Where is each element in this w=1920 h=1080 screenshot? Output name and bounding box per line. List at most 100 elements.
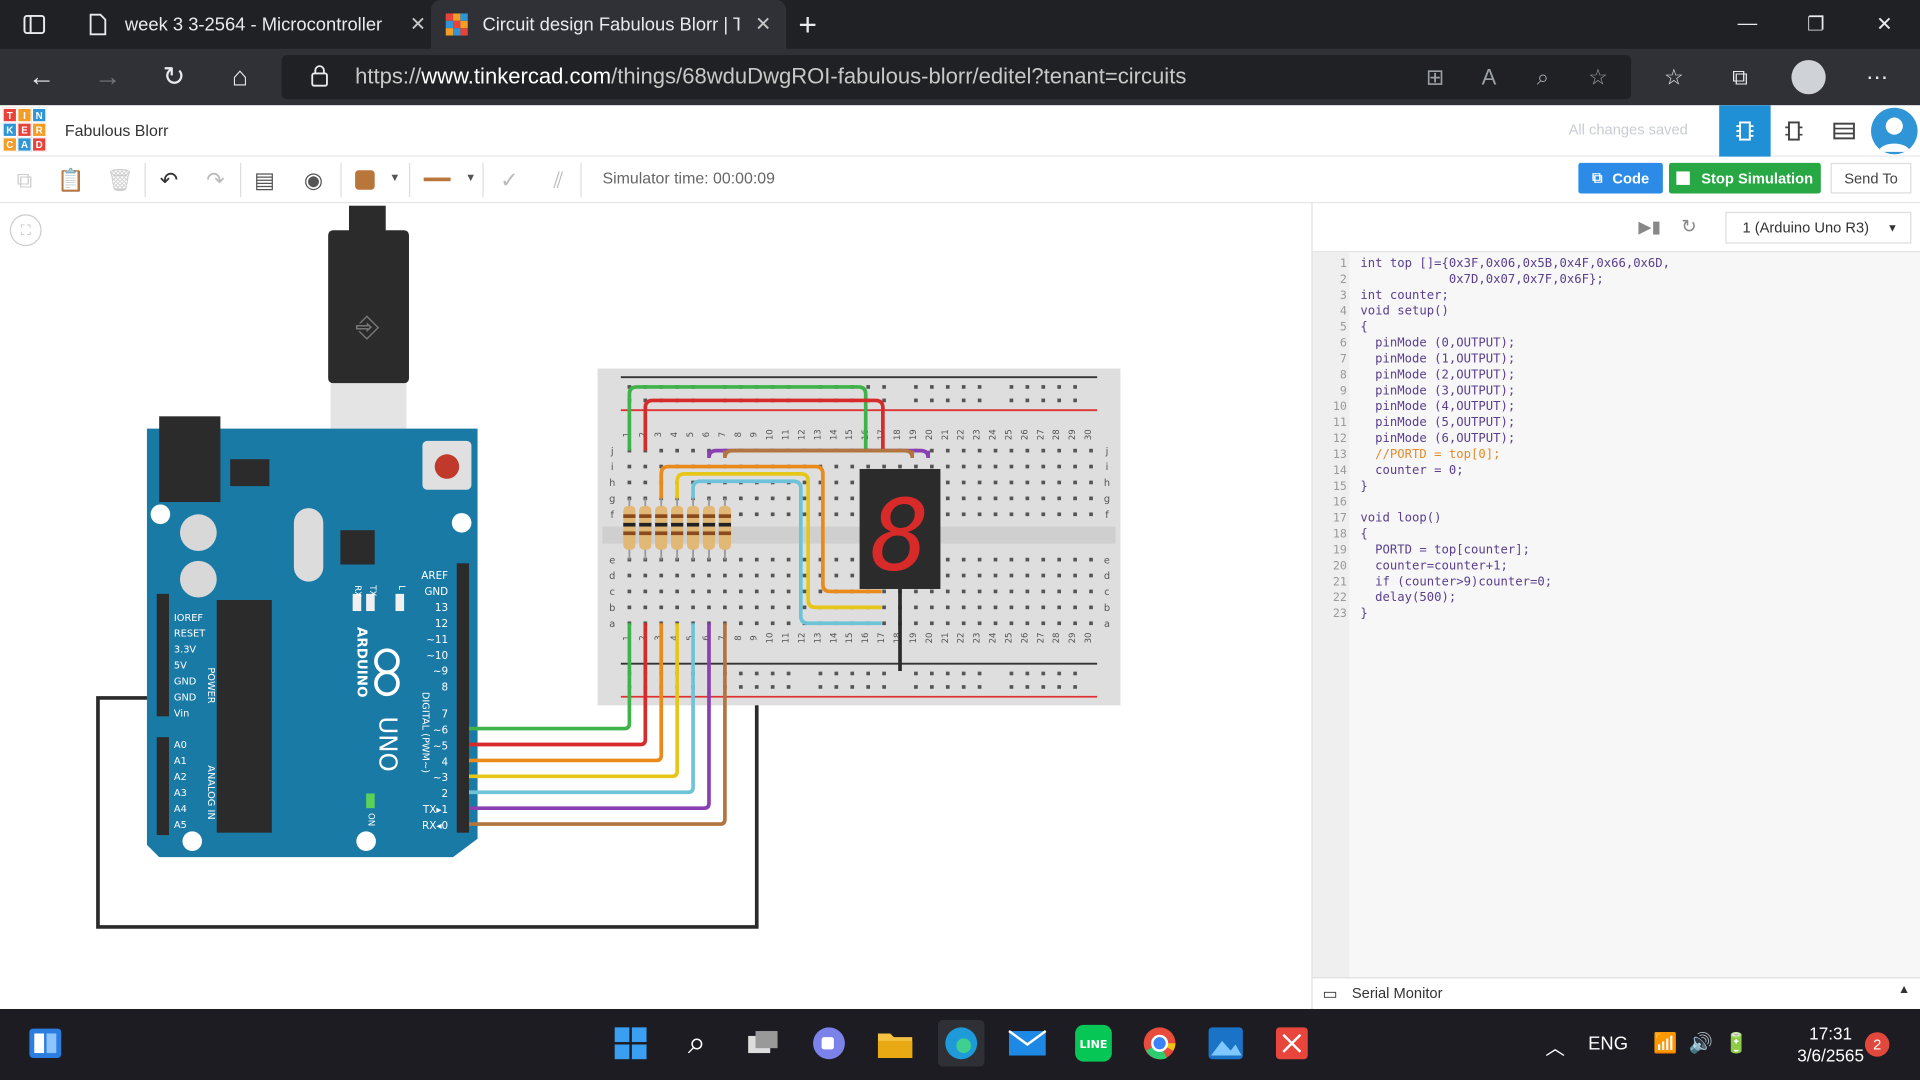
file-explorer-icon[interactable] <box>872 1020 919 1067</box>
tab-week3[interactable]: week 3 3-2564 - Microcontroller ✕ <box>88 0 426 49</box>
favorites-icon[interactable]: ☆ <box>1663 64 1684 89</box>
chevron-down-icon[interactable]: ▼ <box>465 171 477 184</box>
read-aloud-icon[interactable]: A <box>1481 64 1497 89</box>
close-tab-icon[interactable]: ✕ <box>755 14 772 36</box>
circuit-view-button[interactable] <box>1719 105 1771 157</box>
wifi-icon[interactable]: 📶 <box>1653 1033 1678 1055</box>
code-line[interactable]: 0x7D,0x07,0x7F,0x6F}; <box>1360 273 1604 287</box>
analog-pin-label: A0 <box>174 740 187 751</box>
code-line[interactable]: pinMode (6,OUTPUT); <box>1360 432 1516 446</box>
code-line[interactable]: PORTD = top[counter]; <box>1360 543 1530 558</box>
forward-icon[interactable]: → <box>94 61 122 92</box>
code-line[interactable]: counter = 0; <box>1360 464 1464 478</box>
photos-icon[interactable] <box>1202 1020 1249 1067</box>
back-icon[interactable]: ← <box>28 61 56 92</box>
device-select[interactable]: 1 (Arduino Uno R3) ▼ <box>1725 211 1912 244</box>
code-line[interactable]: pinMode (2,OUTPUT); <box>1360 368 1516 383</box>
code-line[interactable]: pinMode (0,OUTPUT); <box>1360 336 1516 351</box>
code-line[interactable]: pinMode (4,OUTPUT); <box>1360 400 1516 414</box>
language-indicator[interactable]: ENG <box>1588 1033 1628 1055</box>
chevron-down-icon[interactable]: ▼ <box>389 171 401 184</box>
user-avatar[interactable] <box>1871 107 1918 155</box>
code-line[interactable]: pinMode (3,OUTPUT); <box>1360 384 1516 398</box>
code-line[interactable]: int counter; <box>1360 288 1449 303</box>
grid-hole <box>1041 496 1046 501</box>
code-line[interactable]: { <box>1360 320 1368 335</box>
code-line[interactable]: int top []={0x3F,0x06,0x5B,0x4F,0x66,0x6… <box>1360 257 1671 271</box>
mail-icon[interactable] <box>1004 1020 1051 1067</box>
close-tab-icon[interactable]: ✕ <box>409 14 427 36</box>
close-window-icon[interactable]: ✕ <box>1876 14 1893 36</box>
undo-icon[interactable]: ↶ <box>159 167 179 192</box>
url-input[interactable] <box>281 55 1632 100</box>
chevron-up-icon[interactable]: ︿ <box>1545 1038 1565 1060</box>
code-line[interactable]: } <box>1360 607 1368 621</box>
code-button[interactable]: ⧉ Code <box>1578 162 1663 194</box>
refresh-icon[interactable]: ↻ <box>162 61 186 92</box>
code-line[interactable]: void setup() <box>1360 304 1449 319</box>
code-line[interactable]: counter=counter+1; <box>1360 559 1508 574</box>
teams-chat-icon[interactable] <box>806 1020 853 1067</box>
zoom-icon[interactable]: ⌕ <box>1536 64 1550 89</box>
collections-icon[interactable]: ⧉ <box>1732 64 1748 89</box>
debug-icon[interactable]: ↻ <box>1681 216 1697 238</box>
edge-icon[interactable] <box>937 1020 985 1067</box>
component-list-button[interactable] <box>1818 105 1869 156</box>
notification-badge[interactable]: 2 <box>1864 1032 1890 1057</box>
redo-icon[interactable]: ↷ <box>206 167 225 192</box>
grid-hole <box>802 573 807 578</box>
schematic-view-button[interactable] <box>1768 105 1819 156</box>
restore-icon[interactable]: ❐ <box>1807 14 1825 36</box>
task-view-icon[interactable] <box>740 1020 787 1067</box>
lock-icon[interactable] <box>309 64 333 88</box>
send-to-button[interactable]: Send To <box>1830 162 1912 194</box>
fit-view-icon[interactable]: ⛶ <box>9 214 42 247</box>
new-tab-button[interactable]: + <box>798 5 817 43</box>
wire-color-swatch[interactable] <box>355 170 375 190</box>
row-label: f <box>1105 510 1109 521</box>
apps-icon[interactable]: ⊞ <box>1425 64 1445 89</box>
chevron-up-icon[interactable]: ▲ <box>1897 983 1911 997</box>
wire-type-icon[interactable] <box>423 177 451 182</box>
code-line[interactable]: } <box>1360 480 1368 494</box>
project-name[interactable]: Fabulous Blorr <box>64 121 169 140</box>
delete-icon[interactable]: 🗑 <box>105 167 134 192</box>
code-line[interactable]: if (counter>9)counter=0; <box>1360 575 1553 589</box>
paste-icon[interactable]: 📋 <box>57 167 85 192</box>
stop-simulation-button[interactable]: Stop Simulation <box>1668 162 1821 194</box>
code-line[interactable]: delay(500); <box>1360 591 1457 605</box>
snipping-tool-icon[interactable] <box>1269 1020 1316 1067</box>
system-clock[interactable]: 17:31 3/6/2565 <box>1797 1023 1864 1066</box>
rail-hole <box>738 671 743 676</box>
tinkercad-logo[interactable]: T I N K E R C A D <box>2 107 47 152</box>
serial-monitor-bar[interactable]: ▭ Serial Monitor ▲ <box>1312 977 1920 1009</box>
more-icon[interactable]: ⋯ <box>1866 64 1889 89</box>
code-line[interactable]: void loop() <box>1360 511 1442 526</box>
rotate-icon[interactable]: ✓ <box>500 167 519 192</box>
start-icon[interactable] <box>607 1020 654 1067</box>
grid-hole <box>834 464 839 469</box>
code-line[interactable]: { <box>1360 527 1368 542</box>
volume-icon[interactable]: 🔊 <box>1688 1033 1713 1055</box>
minimize-icon[interactable]: — <box>1737 13 1758 35</box>
code-line[interactable]: pinMode (5,OUTPUT); <box>1360 416 1516 430</box>
tab-actions-icon[interactable] <box>22 0 49 49</box>
profile-avatar[interactable] <box>1791 60 1826 95</box>
widgets-icon[interactable] <box>22 1020 69 1067</box>
notes-icon[interactable]: ▤ <box>254 167 275 192</box>
line-app-icon[interactable]: LINE <box>1070 1020 1117 1067</box>
battery-icon[interactable]: 🔋 <box>1724 1033 1749 1055</box>
code-line[interactable]: pinMode (1,OUTPUT); <box>1360 352 1516 367</box>
rail-hole <box>930 385 934 389</box>
tab-circuit-design[interactable]: Circuit design Fabulous Blorr | Ti ✕ <box>431 0 787 49</box>
add-favorite-icon[interactable]: ☆ <box>1588 64 1608 89</box>
step-icon[interactable]: ▶▮ <box>1638 216 1662 237</box>
copy-icon[interactable]: ⧉ <box>16 167 33 192</box>
home-icon[interactable]: ⌂ <box>231 61 249 92</box>
code-line[interactable]: //PORTD = top[0]; <box>1360 448 1501 462</box>
chrome-icon[interactable] <box>1136 1020 1183 1067</box>
mirror-icon[interactable]: ⫽ <box>553 167 564 192</box>
search-icon[interactable]: ⌕ <box>687 1023 706 1061</box>
view-notes-icon[interactable]: ◉ <box>303 167 324 192</box>
